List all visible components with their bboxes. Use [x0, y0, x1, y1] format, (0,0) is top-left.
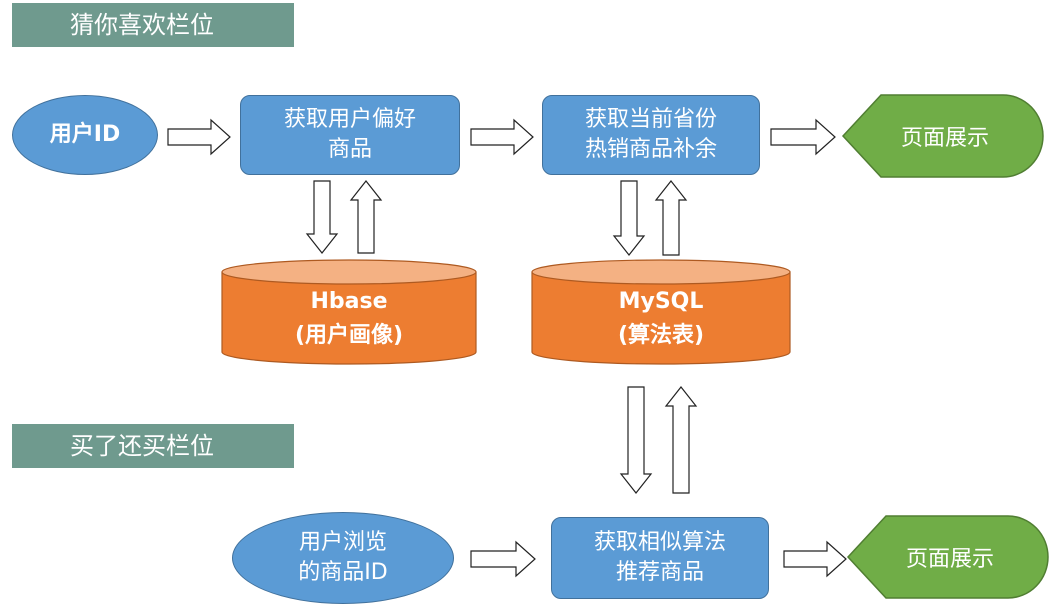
node-get-user-preference: 获取用户偏好 商品 [240, 95, 460, 175]
node-hbase-label: Hbase (用户画像) [294, 289, 404, 348]
section-title-buy-again: 买了还买栏位 [12, 424, 294, 468]
arrow-down-province-to-mysql [612, 180, 646, 256]
arrow-right-preference-to-province [470, 118, 534, 156]
arrow-up-similar-to-mysql [664, 386, 698, 494]
arrow-up-hbase-to-preference [349, 180, 383, 254]
arrow-right-similar-to-display [783, 540, 847, 578]
node-get-similar-recommendations: 获取相似算法 推荐商品 [551, 517, 769, 599]
arrow-down-mysql-to-similar [619, 386, 653, 494]
arrow-right-userid-to-preference [167, 118, 231, 156]
node-display-bottom-label: 页面展示 [905, 547, 994, 572]
node-display-top-shape [841, 94, 1044, 178]
node-display-top-label: 页面展示 [900, 126, 989, 151]
node-user-browsed-item-id: 用户浏览 的商品ID [232, 512, 454, 604]
node-user-id: 用户ID [12, 95, 158, 175]
arrow-down-preference-to-hbase [305, 180, 339, 254]
hbase-cylinder-shape [221, 259, 477, 365]
node-display-bottom-shape [846, 515, 1049, 599]
node-mysql-label: MySQL (算法表) [617, 289, 705, 348]
mysql-cylinder-shape [531, 259, 791, 365]
node-get-province-hot-items: 获取当前省份 热销商品补余 [542, 95, 760, 175]
section-title-guess-you-like: 猜你喜欢栏位 [12, 3, 294, 47]
arrow-right-browsed-to-similar [470, 540, 536, 578]
arrow-right-province-to-display [770, 118, 836, 156]
arrow-up-mysql-to-province [654, 180, 688, 256]
